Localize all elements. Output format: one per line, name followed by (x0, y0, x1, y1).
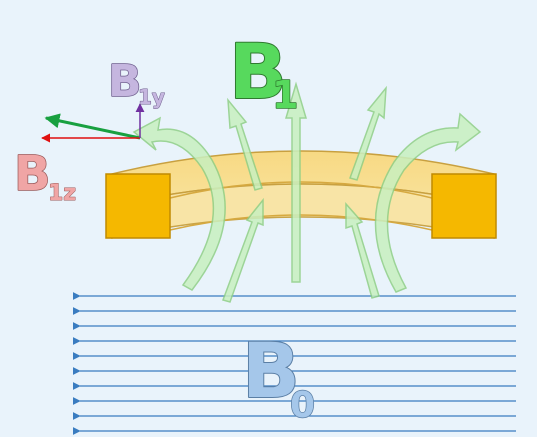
b1-vector-arrow (44, 113, 141, 140)
b1-label-main: B (229, 27, 287, 116)
b1-label: B 1 (228, 26, 299, 118)
b1-label-sub: 1 (272, 73, 298, 117)
coil-end-left (105, 173, 171, 239)
b1-arrow-center (284, 81, 308, 283)
b1y-label: B 1y (107, 55, 165, 109)
b1-arrow-inner-left-up (227, 97, 263, 191)
b0-field-lines (72, 292, 516, 435)
b1-field-arrows (132, 81, 482, 303)
b1-arrow-inner-left-low (222, 197, 264, 303)
b1y-label-sub: 1y (138, 85, 165, 109)
b0-label: B 0 (241, 325, 316, 427)
coil-end-right (431, 173, 497, 239)
b0-label-main: B (242, 326, 300, 415)
b1-arrow-outer-right (374, 112, 482, 293)
b1-arrow-outer-left (132, 116, 226, 291)
b1y-label-main: B (108, 56, 142, 107)
b1-arrow-inner-right-low (345, 202, 380, 299)
b1z-label-sub: 1z (48, 181, 76, 206)
b1z-label-main: B (14, 146, 51, 202)
b1z-label: B 1z (13, 145, 76, 206)
vector-arrows (41, 103, 145, 143)
b0-label-sub: 0 (290, 385, 315, 426)
b1-arrow-inner-right-up (349, 85, 387, 181)
